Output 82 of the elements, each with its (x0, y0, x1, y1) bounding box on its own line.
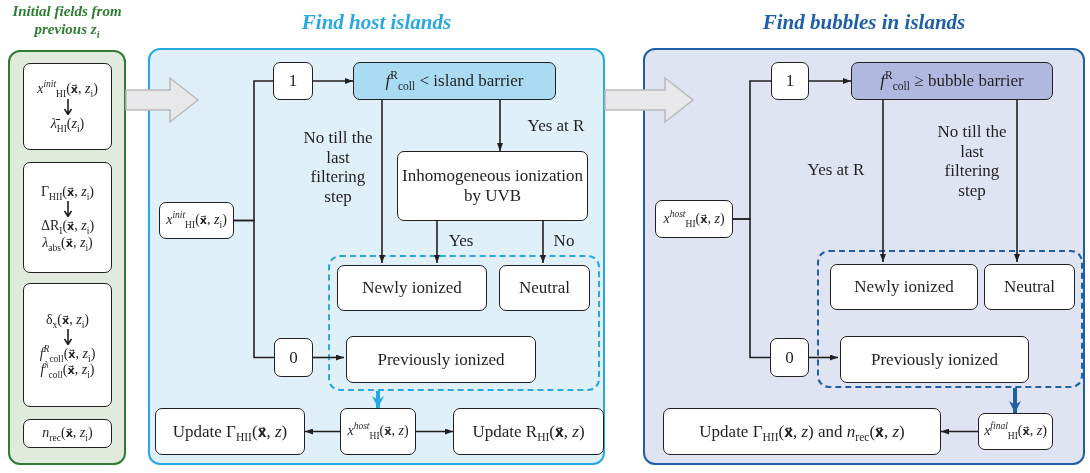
panel-heading: Find host islands (300, 10, 453, 36)
panel-heading: Find bubbles in islands (761, 10, 967, 36)
box-label: 0 (785, 347, 794, 368)
arrow (312, 78, 354, 84)
arrow (808, 354, 839, 361)
connector-line (233, 219, 275, 359)
box-label: Newly ionized (854, 277, 954, 297)
process-box (23, 419, 112, 448)
process-box (159, 202, 234, 239)
panel-heading: Initial fields from previous z$_{i}$ (11, 2, 123, 38)
process-box (23, 283, 112, 407)
process-box (978, 413, 1053, 450)
arrow (379, 99, 385, 264)
formula-text: Γ$_{HII}$(x⃗, z$_{i}$) (41, 184, 94, 201)
arrow (1014, 99, 1020, 263)
edge-label: No (552, 231, 576, 251)
arrow (940, 428, 979, 435)
box-label: Update Γ$_{HII}$(x⃗, z) and n$_{rec}$(x⃗, z) (699, 421, 905, 442)
formula-text: x$^{init}$$_{HI}$(x⃗, z$_{i}$) (166, 212, 227, 229)
edge-label: No till the last filtering step (303, 128, 373, 207)
formula-text: λ̄$_{HI}$(z$_{i}$) (50, 115, 85, 132)
arrow (434, 220, 440, 264)
connector-line (732, 218, 771, 359)
process-box (499, 265, 590, 311)
arrow (1009, 388, 1021, 413)
arrow (304, 428, 341, 435)
formula-text: x$^{final}$$_{HI}$(x⃗, z) (984, 423, 1047, 440)
process-box (984, 264, 1075, 310)
process-box (274, 338, 313, 377)
box-label: Previously ionized (377, 349, 505, 370)
process-box (655, 200, 733, 238)
formula-text: x$^{init}$$_{HI}$(x⃗, z$_{i}$) (37, 81, 98, 98)
dashed-group-outline (328, 255, 600, 391)
process-box (397, 151, 588, 221)
arrow (415, 428, 454, 435)
edge-label: Yes at R (526, 116, 586, 136)
process-box (346, 336, 536, 383)
process-box (830, 264, 978, 310)
box-label: Update Γ$_{HII}$(x⃗, z) (172, 421, 288, 442)
box-label: Previously ionized (871, 349, 998, 370)
arrow (372, 391, 384, 408)
box-label: Update R$_{HI}$(x⃗, z) (472, 421, 585, 442)
edge-label: Yes (447, 231, 475, 251)
formula-text: ΔR$_{I}$(x⃗, z$_{i}$) (40, 218, 95, 235)
formula-text: n$_{rec}$(x⃗, z$_{i}$) (42, 425, 93, 442)
process-box (340, 408, 416, 455)
box-label: f$^{R}$$_{coll}$ ≥ bubble barrier (880, 71, 1024, 91)
process-box (273, 62, 313, 100)
arrow (808, 78, 852, 84)
formula-text: x$^{host}$$_{HI}$(x⃗, z) (663, 210, 725, 228)
arrow (540, 220, 546, 264)
box-label: Neutral (1004, 277, 1055, 297)
process-box (453, 408, 604, 455)
arrow (880, 99, 886, 263)
block-arrow (125, 76, 200, 124)
formula-text: f$^{λ}$$_{coll}$(x⃗, z$_{i}$) (40, 362, 95, 379)
process-box (337, 265, 487, 311)
formula-text: δ$_{x}$(x⃗, z$_{i}$) (45, 311, 89, 328)
box-label: 0 (289, 347, 298, 368)
box-label: 1 (288, 71, 298, 91)
process-box (663, 408, 941, 455)
box-label: Newly ionized (362, 278, 462, 298)
process-box (353, 62, 556, 100)
formula-text: λ$_{abs}$(x⃗, z$_{i}$) (42, 234, 93, 251)
box-label: Inhomogeneous ionization by UVB (401, 166, 584, 206)
block-arrow (604, 76, 695, 124)
box-label: f$^{R}$$_{coll}$ < island barrier (385, 71, 524, 91)
arrow (497, 99, 503, 152)
edge-label: Yes at R (806, 160, 866, 180)
process-box (840, 336, 1029, 383)
process-box (23, 63, 112, 150)
box-label: 1 (785, 71, 795, 91)
arrow (312, 354, 345, 361)
process-box (155, 408, 305, 455)
formula-text: x$^{host}$$_{HI}$(x⃗, z) (347, 423, 409, 440)
process-box (770, 338, 809, 377)
edge-label: No till the last filtering step (936, 122, 1008, 201)
box-label: Neutral (519, 278, 570, 298)
dashed-group-outline (817, 250, 1083, 388)
process-box (851, 62, 1053, 100)
process-box (771, 62, 809, 100)
process-box (23, 162, 112, 273)
